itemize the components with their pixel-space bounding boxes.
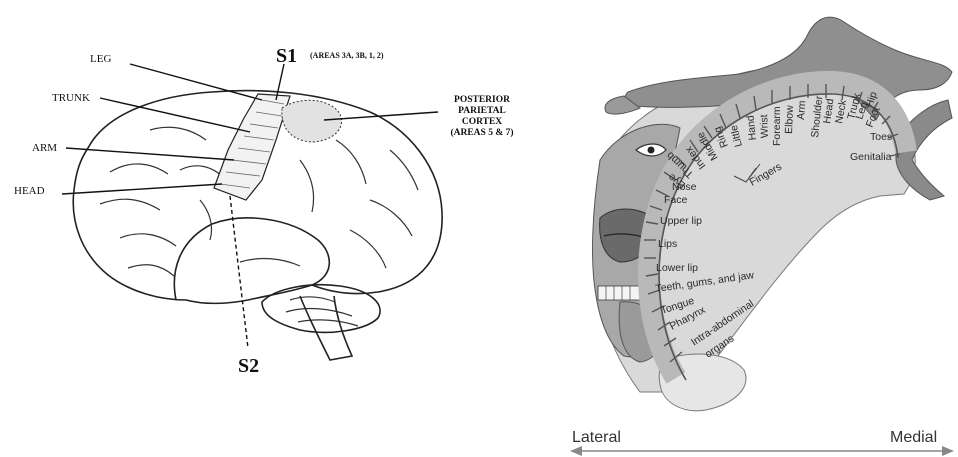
leg-label: LEG xyxy=(90,53,111,65)
ppc-label: POSTERIOR PARIETAL CORTEX (AREAS 5 & 7) xyxy=(450,95,513,138)
label-lower-lip: Lower lip xyxy=(656,262,698,274)
arrow-head-right xyxy=(942,446,954,456)
s1-areas-label: (AREAS 3A, 3B, 1, 2) xyxy=(310,51,384,60)
homunculus-teeth xyxy=(598,286,640,300)
label-face: Face xyxy=(664,194,688,206)
s1-strip xyxy=(214,94,290,200)
head-leader xyxy=(62,184,222,194)
label-upper-lip: Upper lip xyxy=(660,215,702,227)
label-elbow: Elbow xyxy=(783,105,796,134)
arrow-head-left xyxy=(570,446,582,456)
head-label: HEAD xyxy=(14,185,45,197)
homunculus-pupil xyxy=(648,147,655,154)
label-forearm: Forearm xyxy=(771,106,783,146)
s1-leader xyxy=(276,64,284,100)
ppc-line-4: (AREAS 5 & 7) xyxy=(450,127,513,138)
leg-leader xyxy=(130,64,262,100)
label-lips: Lips xyxy=(658,238,677,250)
homunculus-diagram: Genitalia Toes Foot Leg Hip Trunk Neck H… xyxy=(570,17,954,456)
medial-label: Medial xyxy=(890,429,937,446)
label-nose: Nose xyxy=(672,181,697,193)
brainstem xyxy=(300,296,352,360)
lateral-label: Lateral xyxy=(572,429,621,446)
label-arm: Arm xyxy=(795,100,808,120)
ppc-line-3: CORTEX xyxy=(462,117,502,127)
ppc-line-2: PARIETAL xyxy=(458,106,506,116)
ppc-line-1: POSTERIOR xyxy=(454,95,510,105)
label-genitalia: Genitalia xyxy=(850,151,892,163)
label-toes: Toes xyxy=(870,131,892,143)
s2-label: S2 xyxy=(238,355,259,377)
arm-leader xyxy=(66,148,234,160)
cerebellum-folds xyxy=(286,297,358,326)
s1-label: S1 xyxy=(276,45,297,67)
brain-diagram: LEG TRUNK ARM HEAD S1 (AREAS 3A, 3B, 1, … xyxy=(14,45,514,377)
ppc-patch xyxy=(282,100,342,142)
trunk-label: TRUNK xyxy=(52,92,90,104)
arm-label: ARM xyxy=(32,142,57,154)
label-wrist: Wrist xyxy=(758,114,771,138)
